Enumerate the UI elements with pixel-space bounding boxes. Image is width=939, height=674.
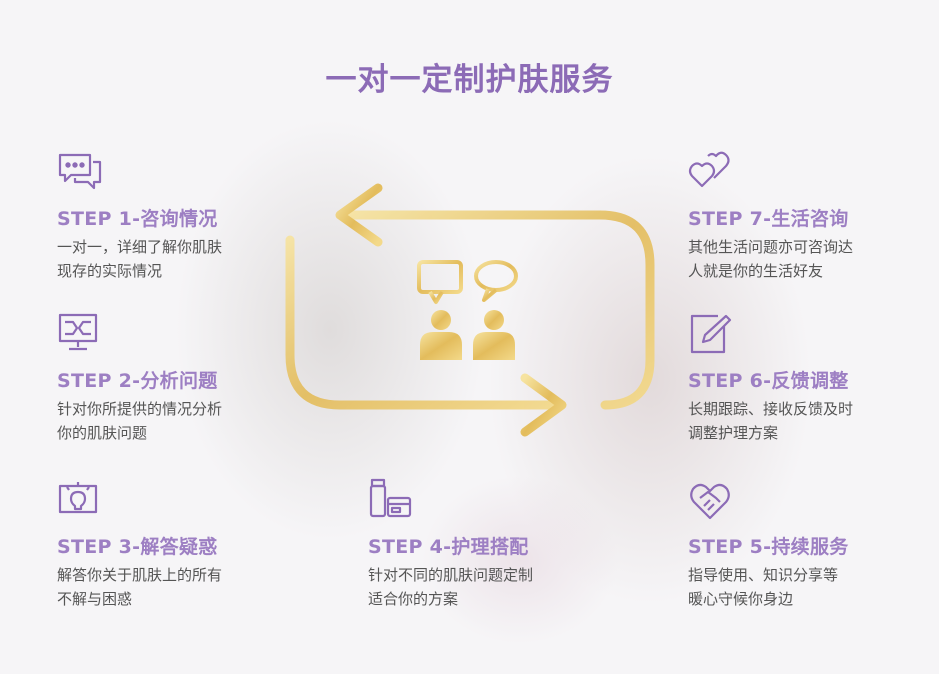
- step-5-card: STEP 5-持续服务 指导使用、知识分享等 暖心守候你身边: [688, 478, 938, 611]
- step-4-card: STEP 4-护理搭配 针对不同的肌肤问题定制 适合你的方案: [368, 478, 618, 611]
- loop-path: [285, 210, 655, 410]
- hearts-icon: [688, 150, 734, 196]
- skincare-products-icon: [368, 478, 414, 524]
- step-label: STEP 6-反馈调整: [688, 370, 849, 392]
- step-description: 长期跟踪、接收反馈及时 调整护理方案: [688, 400, 854, 442]
- page-title: 一对一定制护肤服务: [325, 62, 614, 98]
- edit-icon: [688, 312, 734, 358]
- step-6-card: STEP 6-反馈调整 长期跟踪、接收反馈及时 调整护理方案: [688, 312, 938, 445]
- speech-bubbles-icon: [417, 260, 518, 304]
- step-description: 一对一，详细了解你肌肤 现存的实际情况: [57, 238, 223, 280]
- step-1-card: STEP 1-咨询情况 一对一，详细了解你肌肤 现存的实际情况: [57, 150, 307, 283]
- step-2-card: STEP 2-分析问题 针对你所提供的情况分析 你的肌肤问题: [57, 312, 307, 445]
- step-label: STEP 2-分析问题: [57, 370, 218, 392]
- step-label: STEP 3-解答疑惑: [57, 536, 218, 558]
- handshake-heart-icon: [688, 478, 734, 524]
- step-label: STEP 5-持续服务: [688, 536, 849, 558]
- right-arrow-icon: [520, 373, 567, 437]
- step-description: 指导使用、知识分享等 暖心守候你身边: [688, 566, 839, 608]
- lightbulb-icon: [57, 478, 103, 524]
- step-label: STEP 4-护理搭配: [368, 536, 529, 558]
- chat-bubble-icon: [57, 150, 103, 196]
- step-description: 解答你关于肌肤上的所有 不解与困惑: [57, 566, 223, 608]
- step-3-card: STEP 3-解答疑惑 解答你关于肌肤上的所有 不解与困惑: [57, 478, 307, 611]
- left-arrow-icon: [335, 183, 383, 247]
- consultant-figures-icon: [420, 310, 515, 360]
- step-label: STEP 1-咨询情况: [57, 208, 218, 230]
- step-7-card: STEP 7-生活咨询 其他生活问题亦可咨询达 人就是你的生活好友: [688, 150, 938, 283]
- step-label: STEP 7-生活咨询: [688, 208, 849, 230]
- monitor-analysis-icon: [57, 312, 103, 358]
- step-description: 针对不同的肌肤问题定制 适合你的方案: [368, 566, 534, 608]
- step-description: 针对你所提供的情况分析 你的肌肤问题: [57, 400, 223, 442]
- step-description: 其他生活问题亦可咨询达 人就是你的生活好友: [688, 238, 854, 280]
